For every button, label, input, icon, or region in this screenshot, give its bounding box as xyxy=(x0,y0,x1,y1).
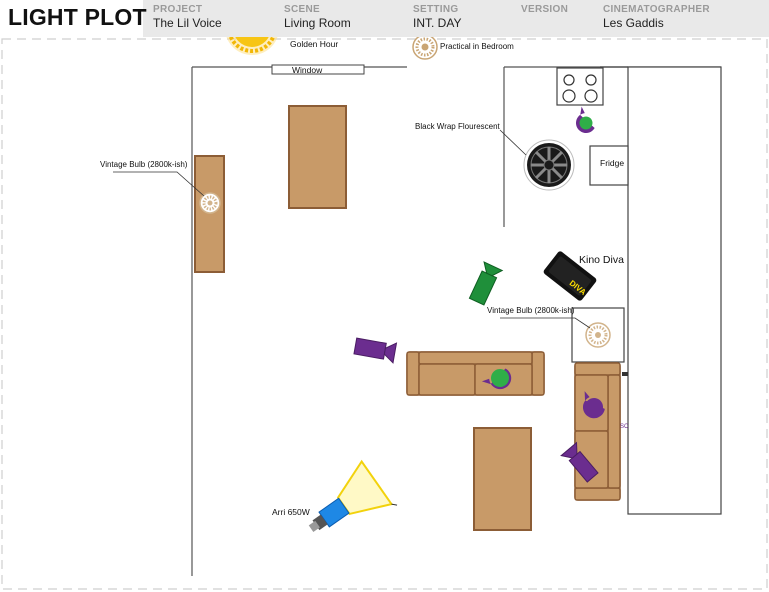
setting-value: INT. DAY xyxy=(413,16,462,30)
coffee-table xyxy=(473,427,532,531)
black-wrap-label: Black Wrap Flourescent xyxy=(415,122,501,131)
fluorescent-fixture-icon xyxy=(523,139,575,191)
kino-diva-icon: DIVA xyxy=(543,251,597,301)
arri-650-icon xyxy=(308,459,398,532)
cinematographer-field: CINEMATOGRAPHER Les Gaddis xyxy=(603,4,710,30)
vintage-bulb-right-leader xyxy=(500,317,591,329)
camera-icon xyxy=(468,261,504,306)
dining-table xyxy=(288,105,347,209)
vintage-bulb-left-label: Vintage Bulb (2800k-ish) xyxy=(100,160,188,169)
kino-diva-label: Kino Diva xyxy=(579,254,624,266)
vintage-bulb-right-label: Vintage Bulb (2800k-ish) xyxy=(487,306,575,315)
camera-icon xyxy=(582,391,605,419)
fridge: Fridge xyxy=(589,145,629,186)
camera-icon xyxy=(576,106,595,133)
vintage-bulb-left-icon xyxy=(199,192,221,214)
project-value: The Lil Voice xyxy=(153,16,222,30)
light-plot-canvas: Window Golden Hour Practical in Bedroom … xyxy=(1,37,768,590)
kitchen-counter xyxy=(627,66,722,515)
scene-label: SCENE xyxy=(284,4,320,15)
cinematographer-value: Les Gaddis xyxy=(603,16,664,30)
camera-icon xyxy=(353,337,398,364)
project-label: PROJECT xyxy=(153,4,203,15)
side-shelf xyxy=(194,155,225,273)
scene-value: Living Room xyxy=(284,16,351,30)
sun-icon xyxy=(226,37,278,55)
version-label: VERSION xyxy=(521,4,569,15)
arri-label: Arri 650W xyxy=(272,507,310,517)
camera-icon xyxy=(560,441,599,483)
fridge-label: Fridge xyxy=(600,158,624,168)
golden-hour-label: Golden Hour xyxy=(290,39,338,49)
plot-title: LIGHT PLOT xyxy=(8,4,147,30)
version-field: VERSION xyxy=(521,4,568,16)
sofa-main xyxy=(406,351,545,396)
cinematographer-label: CINEMATOGRAPHER xyxy=(603,4,710,15)
window-label: Window xyxy=(292,65,323,75)
page-border xyxy=(1,38,768,590)
camera-icon xyxy=(481,368,512,390)
stove-icon xyxy=(556,67,604,106)
project-field: PROJECT The Lil Voice xyxy=(153,4,222,30)
title-block: LIGHT PLOT PROJECT The Lil Voice SCENE L… xyxy=(0,0,769,37)
window: Window xyxy=(271,64,365,75)
sofa-side xyxy=(574,362,621,501)
fluorescent-leader xyxy=(499,129,527,156)
vintage-bulb-left-leader xyxy=(113,171,205,197)
practical-bedroom-label: Practical in Bedroom xyxy=(440,42,514,51)
logo-box: LIGHT PLOT xyxy=(0,0,147,37)
scene-field: SCENE Living Room xyxy=(284,4,351,30)
vintage-bulb-right-icon xyxy=(585,322,611,348)
practical-bulb-icon xyxy=(412,37,438,60)
sc-mark: SC xyxy=(620,424,629,430)
setting-label: SETTING xyxy=(413,4,459,15)
setting-field: SETTING INT. DAY xyxy=(413,4,461,30)
